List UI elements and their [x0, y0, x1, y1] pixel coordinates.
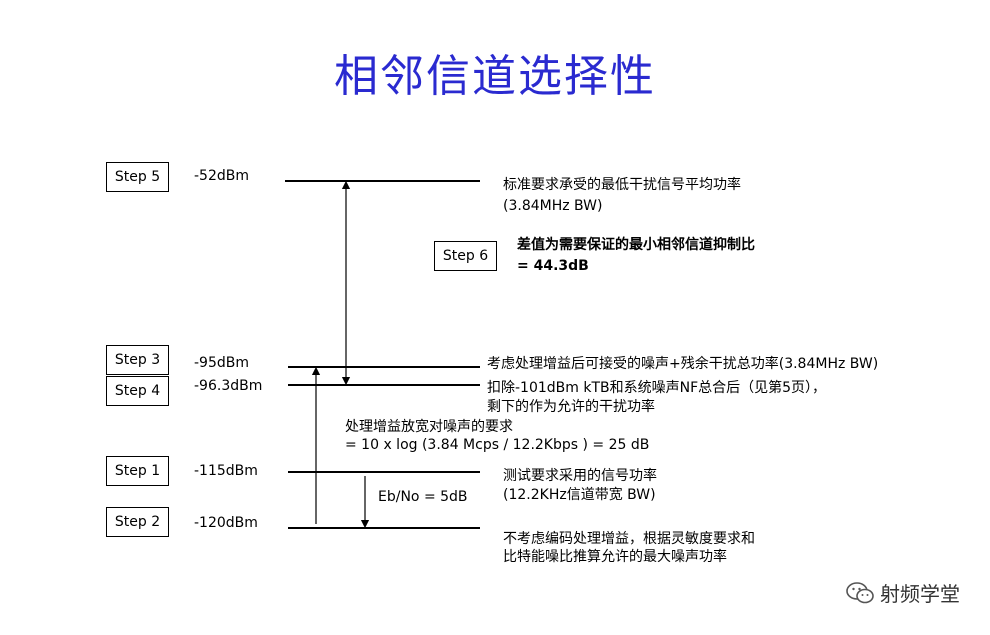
level-95: -95dBm: [194, 355, 249, 371]
desc-52-line1: 标准要求承受的最低干扰信号平均功率: [503, 177, 741, 193]
desc-963-line1: 扣除-101dBm kTB和系统噪声NF总合后（见第5页），: [487, 380, 827, 396]
page-title: 相邻信道选择性: [334, 51, 656, 102]
level-963: -96.3dBm: [194, 378, 263, 394]
step1-box: Step 1: [106, 456, 169, 486]
step2-box: Step 2: [106, 507, 169, 537]
desc-115-line2: (12.2KHz信道带宽 BW): [503, 487, 656, 503]
gain-line2: = 10 x log (3.84 Mcps / 12.2Kbps ) = 25 …: [345, 437, 650, 453]
desc-52-line2: (3.84MHz BW): [503, 198, 603, 214]
wechat-icon: [846, 581, 874, 603]
desc-120-line2: 比特能噪比推算允许的最大噪声功率: [503, 549, 727, 565]
gain-line1: 处理增益放宽对噪声的要求: [345, 419, 513, 435]
step4-box: Step 4: [106, 376, 169, 406]
level-120: -120dBm: [194, 515, 258, 531]
step3-box: Step 3: [106, 345, 169, 375]
desc-115-line1: 测试要求采用的信号功率: [503, 468, 657, 484]
watermark-text: 射频学堂: [880, 582, 960, 606]
desc-963-line2: 剩下的作为允许的干扰功率: [487, 399, 655, 415]
desc-step6-line2: = 44.3dB: [517, 258, 589, 274]
desc-120-line1: 不考虑编码处理增益，根据灵敏度要求和: [503, 531, 755, 547]
ebno-label: Eb/No = 5dB: [378, 489, 468, 505]
watermark: 射频学堂: [846, 578, 960, 607]
step5-box: Step 5: [106, 162, 169, 192]
level-52: -52dBm: [194, 168, 249, 184]
step6-box: Step 6: [434, 241, 497, 271]
desc-95: 考虑处理增益后可接受的噪声+残余干扰总功率(3.84MHz BW): [487, 356, 879, 372]
desc-step6-line1: 差值为需要保证的最小相邻信道抑制比: [517, 237, 755, 253]
level-115: -115dBm: [194, 463, 258, 479]
